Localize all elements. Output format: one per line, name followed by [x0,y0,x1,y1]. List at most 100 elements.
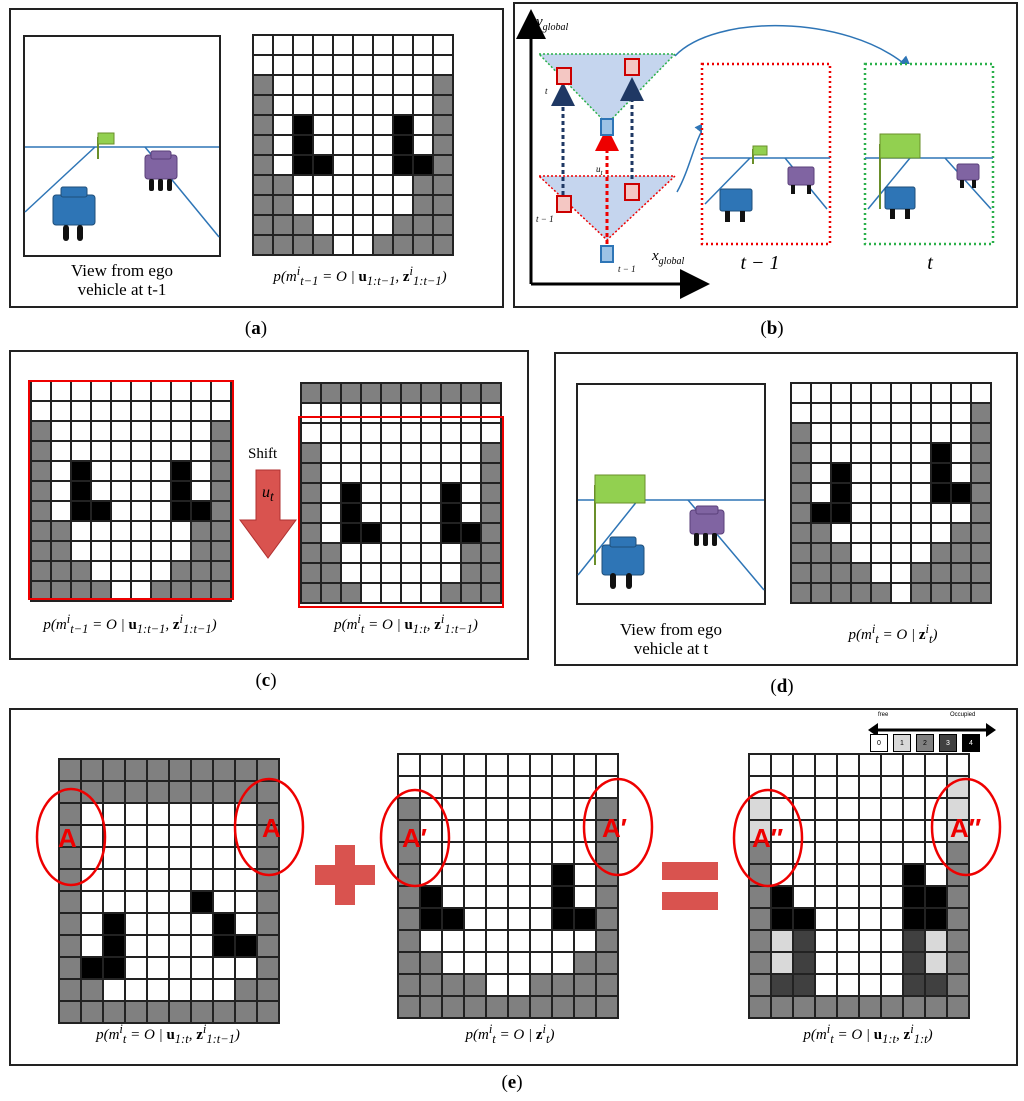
grid-cell [81,957,103,979]
grid-cell [831,543,851,563]
grid-cell [393,215,413,235]
grid-cell [481,503,501,523]
grid-cell [213,847,235,869]
grid-cell [191,979,213,1001]
grid-cell [903,776,925,798]
grid-cell [433,155,453,175]
grid-cell [191,521,211,541]
grid-cell [321,503,341,523]
grid-cell [971,483,991,503]
grid-cell [313,235,333,255]
grid-cell [235,869,257,891]
grid-cell [815,776,837,798]
grid-cell [508,952,530,974]
grid-cell [393,35,413,55]
grid-cell [793,864,815,886]
grid-cell [169,979,191,1001]
grid-cell [59,847,81,869]
grid-cell [191,825,213,847]
grid-cell [947,798,969,820]
grid-cell [81,825,103,847]
grid-cell [171,501,191,521]
occupancy-grid-d [790,382,992,604]
grid-cell [151,441,171,461]
grid-cell [596,798,618,820]
grid-cell [293,235,313,255]
grid-cell [59,803,81,825]
grid-cell [191,501,211,521]
grid-cell [851,523,871,543]
grid-cell [911,543,931,563]
grid-cell [211,541,231,561]
grid-cell [552,864,574,886]
grid-cell [91,541,111,561]
grid-cell [398,908,420,930]
grid-cell [911,483,931,503]
panel-c-label: (c) [255,670,277,691]
grid-cell [151,561,171,581]
grid-cell [273,35,293,55]
grid-cell [421,463,441,483]
grid-cell [313,135,333,155]
grid-cell [911,383,931,403]
grid-cell [131,401,151,421]
grid-cell [911,503,931,523]
grid-cell [433,35,453,55]
grid-cell [925,754,947,776]
grid-cell [871,483,891,503]
grid-c-shifted-boundary [298,416,504,608]
grid-cell [381,443,401,463]
grid-cell [971,543,991,563]
grid-cell [301,583,321,603]
grid-cell [147,891,169,913]
grid-cell [481,523,501,543]
grid-cell [169,825,191,847]
grid-cell [293,35,313,55]
grid-cell [91,421,111,441]
grid-cell [859,842,881,864]
grid-cell [771,842,793,864]
grid-cell [441,483,461,503]
grid-cell [947,820,969,842]
grid-cell [59,957,81,979]
grid-cell [213,869,235,891]
grid-cell [891,443,911,463]
grid-cell [508,996,530,1018]
grid-cell [947,952,969,974]
grid-cell [881,930,903,952]
grid-cell [71,521,91,541]
grid-cell [791,583,811,603]
grid-cell [333,195,353,215]
grid-cell [413,215,433,235]
grid-cell [257,825,279,847]
grid-cell [442,974,464,996]
grid-cell [125,935,147,957]
grid-cell [103,913,125,935]
grid-cell [393,95,413,115]
grid-cell [441,503,461,523]
occupancy-grid-c-shifted [300,382,502,604]
grid-cell [881,952,903,974]
grid-cell [931,423,951,443]
grid-cell [530,974,552,996]
grid-cell [433,55,453,75]
grid-cell [151,501,171,521]
grid-cell [859,930,881,952]
panel-d-scene [577,474,765,591]
grid-cell [837,754,859,776]
axis-x-label: xglobal [652,248,685,267]
grid-cell [131,461,151,481]
grid-cell [71,481,91,501]
grid-cell [103,979,125,1001]
grid-cell [552,930,574,952]
grid-cell [815,886,837,908]
grid-cell [596,952,618,974]
grid-cell [147,759,169,781]
grid-cell [481,563,501,583]
grid-cell [811,483,831,503]
grid-cell [951,443,971,463]
grid-cell [881,996,903,1018]
grid-cell [771,886,793,908]
grid-cell [749,886,771,908]
grid-cell [321,483,341,503]
